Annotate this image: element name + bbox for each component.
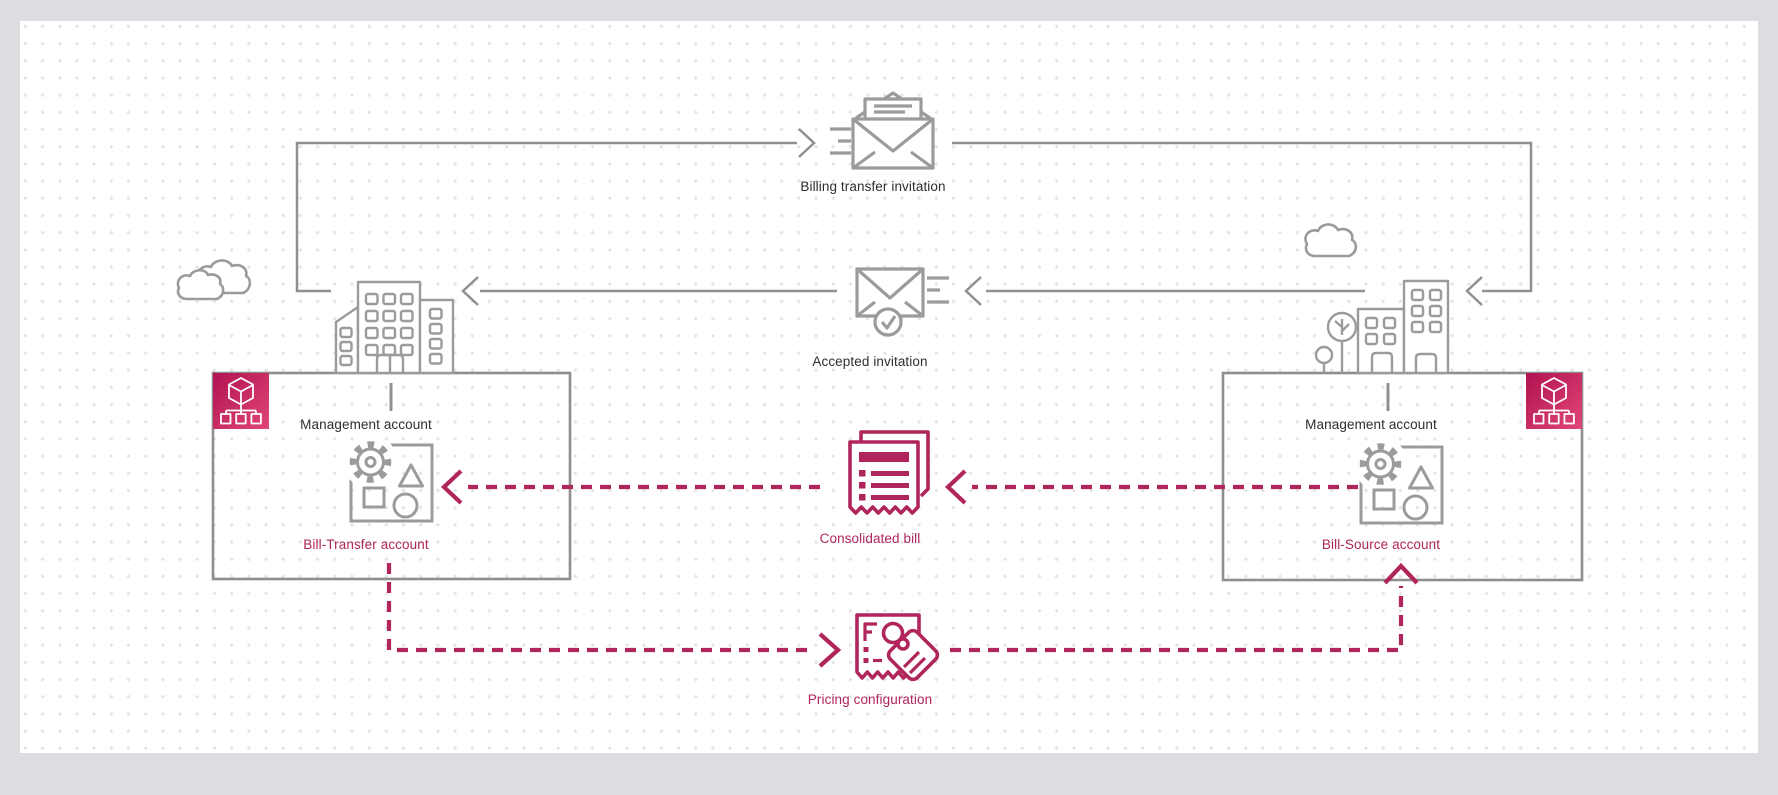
arrowhead-left-icon xyxy=(440,469,463,505)
diagram-graphics xyxy=(176,91,1584,682)
aws-organizations-icon xyxy=(212,372,270,430)
clouds-icon xyxy=(176,259,252,301)
envelope-check-icon xyxy=(855,267,949,337)
flow-line-pricing-configuration xyxy=(386,562,1419,668)
bill-source-account-label: Bill-Source account xyxy=(1321,537,1441,552)
management-account-label-left: Management account xyxy=(300,417,432,432)
arrowhead-right-icon xyxy=(818,632,842,668)
bill-transfer-account-label: Bill-Transfer account xyxy=(303,537,429,552)
price-tag-bill-icon xyxy=(855,613,940,682)
aws-organizations-icon xyxy=(1525,372,1583,430)
arrowhead-up-icon xyxy=(1383,562,1419,585)
account-resources-icon xyxy=(344,435,433,521)
arrowhead-left-icon xyxy=(944,469,967,505)
billing-transfer-invitation-label: Billing transfer invitation xyxy=(800,179,946,194)
cloud-icon xyxy=(1304,223,1358,258)
consolidated-bill-icon xyxy=(848,430,930,515)
arrowhead-left-icon xyxy=(461,276,479,306)
account-resources-icon xyxy=(1354,437,1443,523)
diagram-canvas: Billing transfer invitation Accepted inv… xyxy=(20,21,1758,753)
arrowhead-left-icon xyxy=(1465,276,1483,306)
flow-line-invitation-out xyxy=(295,128,1533,306)
office-building-tree-icon xyxy=(1314,279,1450,375)
flow-line-consolidated-bill xyxy=(440,469,1358,505)
arrowhead-right-icon xyxy=(798,128,816,158)
consolidated-bill-label: Consolidated bill xyxy=(819,531,921,546)
pricing-configuration-label: Pricing configuration xyxy=(807,692,933,707)
flow-line-invitation-back xyxy=(461,276,1365,306)
open-envelope-send-icon xyxy=(830,91,935,170)
accepted-invitation-label: Accepted invitation xyxy=(812,354,928,369)
office-building-icon xyxy=(334,280,455,375)
management-account-label-right: Management account xyxy=(1305,417,1437,432)
arrowhead-left-icon xyxy=(964,276,982,306)
